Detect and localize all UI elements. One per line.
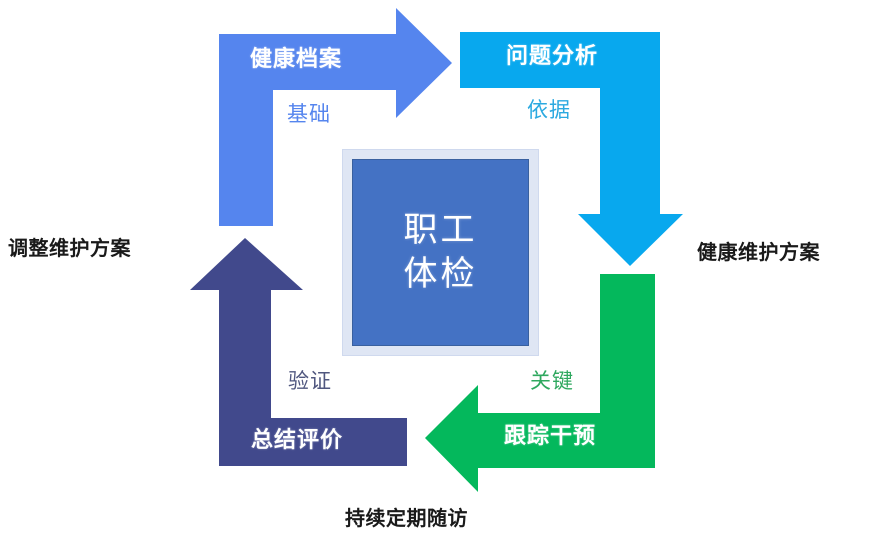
sublabel-summary-evaluation: 验证 [288, 370, 332, 393]
sublabel-health-record: 基础 [287, 103, 331, 126]
sublabel-problem-analysis: 依据 [527, 99, 571, 122]
center-box: 职工 体检 [352, 159, 529, 346]
caption-adjust-maintenance-plan: 调整维护方案 [8, 238, 131, 260]
caption-continuous-followup: 持续定期随访 [345, 508, 468, 530]
sublabel-tracking-intervention: 关键 [530, 370, 574, 393]
label-health-record: 健康档案 [250, 46, 343, 71]
label-summary-evaluation: 总结评价 [251, 427, 344, 452]
caption-health-maintenance-plan: 健康维护方案 [697, 242, 820, 264]
center-box-label-line2: 体检 [403, 254, 478, 293]
label-problem-analysis: 问题分析 [506, 43, 599, 68]
center-box-label: 职工 体检 [404, 209, 478, 296]
center-box-label-line1: 职工 [403, 210, 478, 249]
label-tracking-intervention: 跟踪干预 [504, 423, 597, 448]
